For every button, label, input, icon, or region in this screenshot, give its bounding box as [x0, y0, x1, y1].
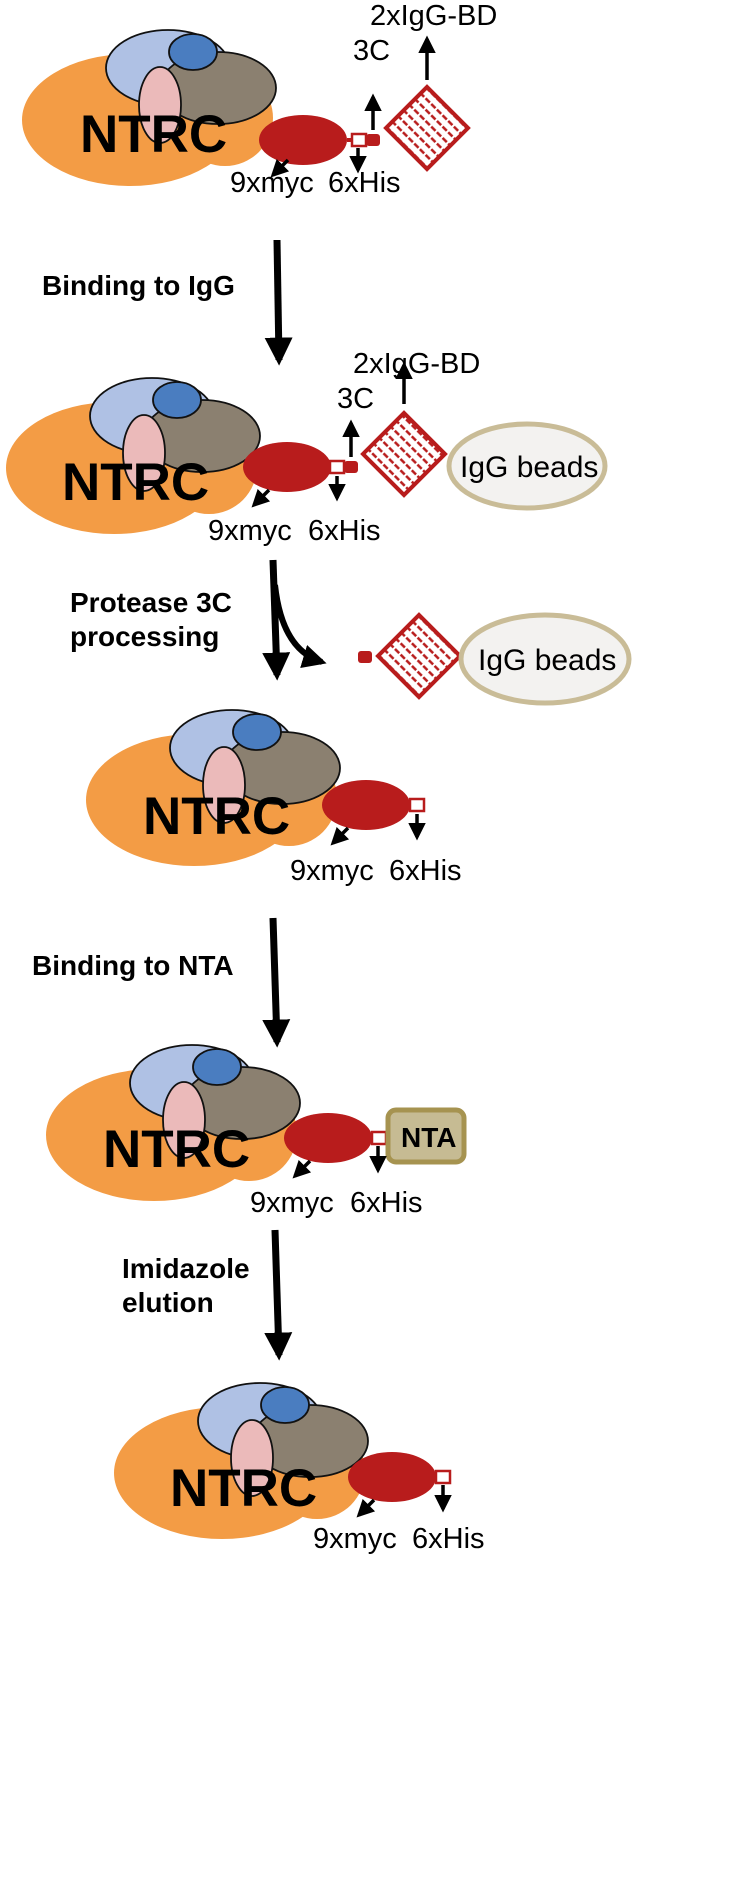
- myc-domain: [259, 115, 347, 165]
- step-2: Protease 3C processing: [70, 559, 327, 681]
- his-label: 6xHis: [412, 1523, 485, 1555]
- ntrc-label: NTRC: [103, 1120, 250, 1179]
- myc-label: 9xmyc: [313, 1523, 397, 1555]
- his-tag: [434, 1469, 452, 1485]
- igg-bd-label: 2xIgG-BD: [353, 348, 480, 380]
- myc-domain: [284, 1113, 372, 1163]
- his-tag: [408, 797, 426, 813]
- igg-binding-domain: [360, 410, 448, 498]
- ntrc-label: NTRC: [62, 453, 209, 512]
- his-tag: [370, 1130, 388, 1146]
- step-1: Binding to IgG: [42, 239, 293, 366]
- stage-2: NTRC IgG beads 9xmyc 6xHis 3C 2xIgG-BD: [5, 348, 608, 547]
- step-4-label-line2: elution: [122, 1287, 214, 1318]
- myc-label: 9xmyc: [208, 515, 292, 547]
- igg-binding-domain: [383, 84, 471, 172]
- step-3: Binding to NTA: [32, 917, 291, 1048]
- stage-1: NTRC 9xmyc 6xHis 3C 2xIgG-BD: [21, 0, 497, 199]
- stage-4: NTRC NTA 9xmyc 6xHis: [45, 1044, 467, 1219]
- step-1-label: Binding to IgG: [42, 270, 235, 301]
- igg-beads: [446, 421, 608, 511]
- protease-site-label: 3C: [337, 383, 374, 415]
- his-label: 6xHis: [389, 855, 462, 887]
- step-2-label-line2: processing: [70, 621, 219, 652]
- ntrc-label: NTRC: [80, 105, 227, 164]
- step-4-label-line1: Imidazole: [122, 1253, 250, 1284]
- stage-3: NTRC 9xmyc 6xHis: [85, 709, 462, 887]
- myc-label: 9xmyc: [290, 855, 374, 887]
- protease-site: [366, 134, 380, 146]
- igg-bd-label: 2xIgG-BD: [370, 0, 497, 32]
- step-4: Imidazole elution: [122, 1229, 293, 1361]
- step-3-label: Binding to NTA: [32, 950, 234, 981]
- ntrc-label: NTRC: [170, 1459, 317, 1518]
- myc-domain: [243, 442, 331, 492]
- myc-label: 9xmyc: [250, 1187, 334, 1219]
- his-label: 6xHis: [308, 515, 381, 547]
- protease-site: [344, 461, 358, 473]
- myc-domain: [348, 1452, 436, 1502]
- his-tag: [350, 132, 368, 148]
- protease-site: [358, 651, 372, 663]
- igg-beads-label: IgG beads: [460, 451, 598, 484]
- step-2-label-line1: Protease 3C: [70, 587, 232, 618]
- ntrc-label: NTRC: [143, 787, 290, 846]
- nta-label: NTA: [401, 1122, 456, 1153]
- igg-beads-label: IgG beads: [478, 644, 616, 677]
- igg-beads: [458, 612, 632, 706]
- his-label: 6xHis: [350, 1187, 423, 1219]
- igg-binding-domain: [375, 612, 463, 700]
- his-label: 6xHis: [328, 167, 401, 199]
- nta-resin: [385, 1107, 467, 1165]
- stage-5: NTRC 9xmyc 6xHis: [113, 1382, 485, 1555]
- protease-site-label: 3C: [353, 35, 390, 67]
- myc-domain: [322, 780, 410, 830]
- released-fragment: IgG beads: [358, 612, 632, 706]
- his-tag: [328, 459, 346, 475]
- myc-label: 9xmyc: [230, 167, 314, 199]
